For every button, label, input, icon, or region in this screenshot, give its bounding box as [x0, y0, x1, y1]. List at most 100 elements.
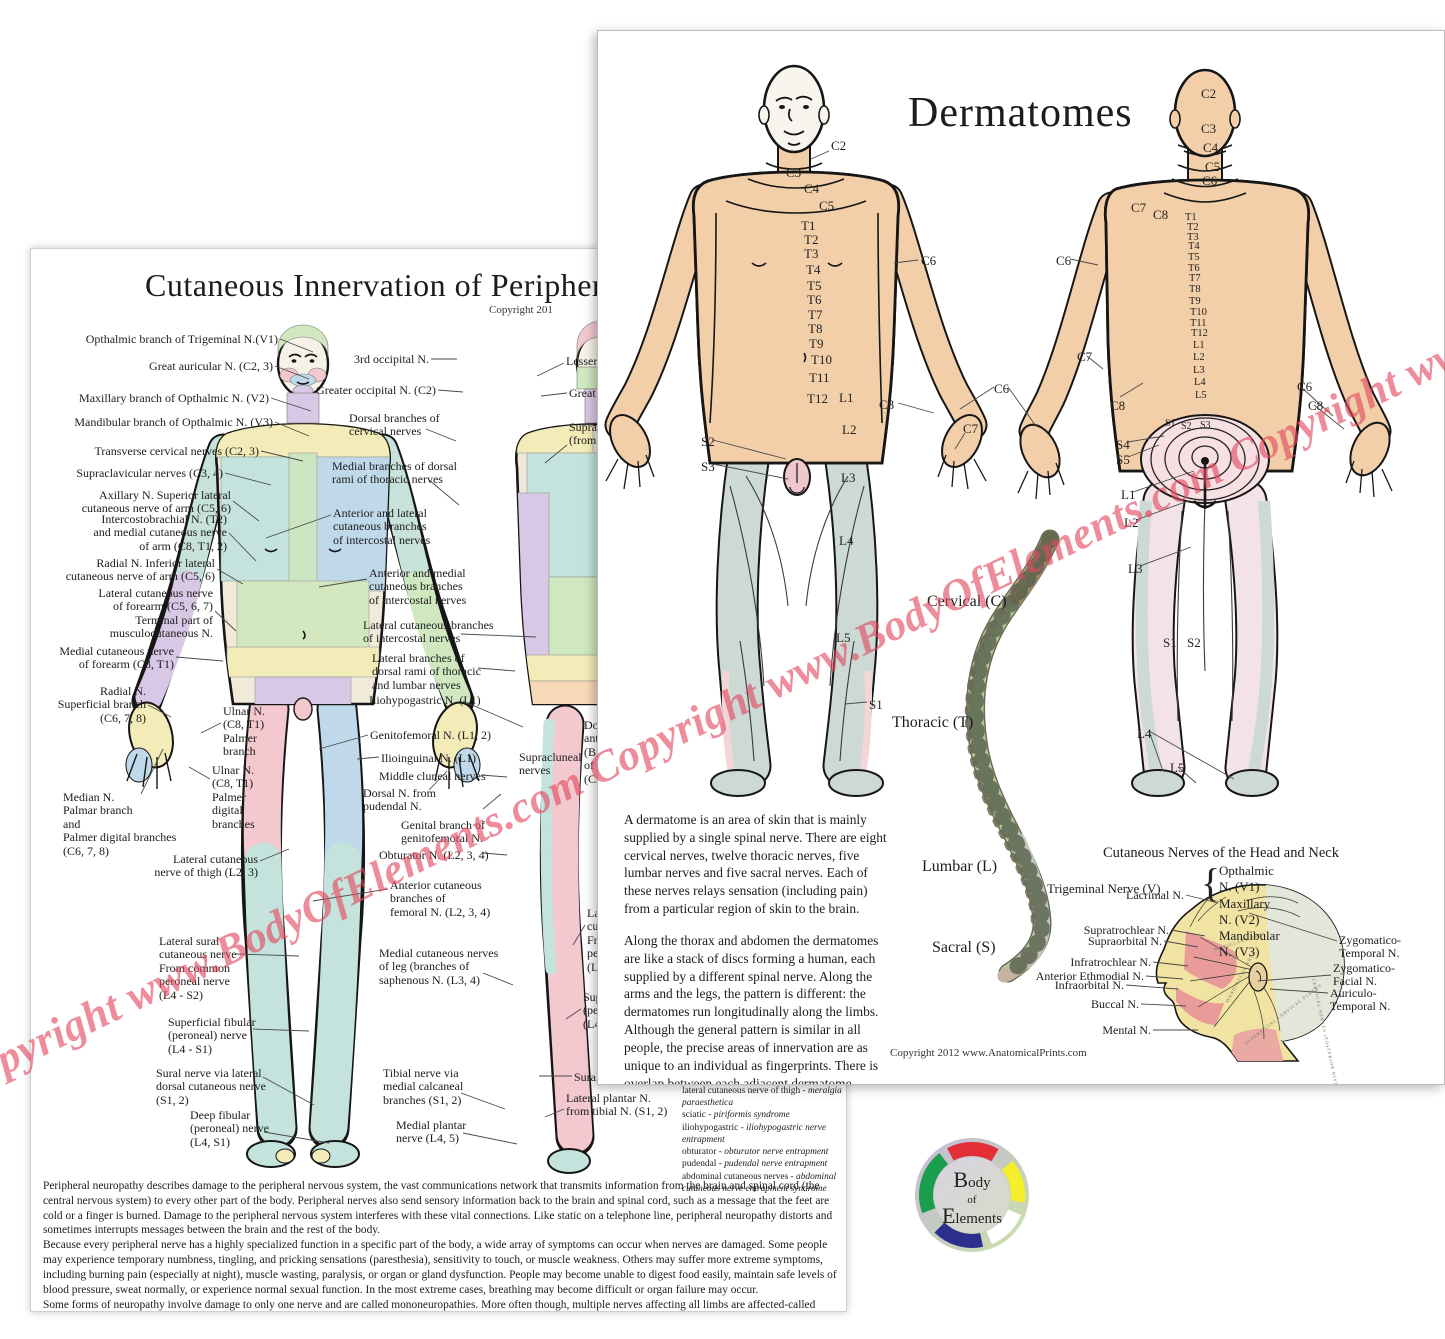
head-nerve-label: Buccal N. — [1091, 997, 1139, 1011]
leader-line — [252, 1028, 310, 1032]
dermatome-mark: T5 — [1188, 252, 1200, 263]
dermatome-mark: C6 — [1056, 253, 1072, 268]
nerve-label: Medial cutaneous nerve of forearm (C8, T… — [59, 644, 174, 672]
logo-yellow-arc — [1001, 1160, 1026, 1203]
leader-line — [224, 472, 272, 486]
dermatome-mark: C6 — [921, 253, 937, 268]
dermatome-mark: L5 — [836, 630, 851, 645]
leader-line — [228, 532, 257, 562]
leader-line — [1127, 435, 1165, 443]
nerve-label: Lateral cutaneous branches of intercosta… — [363, 618, 494, 646]
leader-line — [959, 386, 995, 410]
dermatome-mark: S1 — [1163, 635, 1177, 650]
spine-label: Lumbar (L) — [922, 858, 998, 875]
dermatome-mark: C7 — [1131, 200, 1147, 215]
nerve-label: Ilioinguinal N. (L1) — [381, 751, 476, 765]
head-nerve-label: Lacrimal N. — [1126, 888, 1184, 902]
dermatome-mark: T10 — [1190, 307, 1207, 318]
leader-line — [712, 463, 789, 480]
leader-line — [216, 568, 244, 585]
nerve-label: Ulnar N. (C8, T1) Palmer branch — [223, 704, 265, 759]
leader-line — [460, 1092, 506, 1110]
dermatome-mark: T2 — [804, 232, 819, 247]
dermatome-mark: L2 — [1124, 515, 1139, 530]
dermatome-mark: L4 — [1137, 726, 1152, 741]
leader-line — [477, 667, 516, 672]
nerve-label: Medial plantar nerve (L4, 5) — [396, 1118, 467, 1146]
leader-line — [1127, 444, 1160, 458]
leader-line — [544, 444, 568, 464]
leader-line — [140, 748, 164, 795]
leader-line — [1125, 984, 1179, 990]
footer-paragraph: Because every peripheral nerve has a hig… — [43, 1239, 837, 1296]
dermatome-mark: C2 — [1201, 86, 1217, 101]
nerve-label: Ulnar N. (C8, T1) Palmer digital branche… — [212, 763, 255, 831]
spine-label: Sacral (S) — [932, 939, 996, 956]
dermatome-mark: T12 — [1191, 328, 1208, 339]
leader-line — [482, 793, 502, 810]
dermatome-mark: T6 — [807, 292, 822, 307]
nerve-label: Genitofemoral N. (L1, 2) — [370, 728, 491, 742]
syndrome-item: lateral cutaneous nerve of thigh - meral… — [682, 1086, 842, 1109]
dermatome-mark: L4 — [1194, 377, 1206, 388]
dermatome-mark: T11 — [809, 370, 830, 385]
nerve-label: Medial branches of dorsal rami of thorac… — [332, 459, 457, 487]
dermatome-paragraphs: A dermatome is an area of skin that is m… — [624, 811, 888, 1084]
leader-line — [897, 402, 935, 414]
dermatome-mark: T9 — [1189, 296, 1201, 307]
leader-line — [270, 397, 312, 412]
dermatome-mark: T4 — [806, 262, 821, 277]
leader-line — [1163, 940, 1199, 948]
nerve-label: Obturator N. (L2, 3, 4) — [379, 848, 489, 862]
footer-paragraph: Peripheral neuropathy describes damage t… — [43, 1180, 833, 1237]
syndrome-item: obturator - obturator nerve entrapment — [682, 1147, 829, 1158]
dermatome-paragraph: A dermatome is an area of skin that is m… — [624, 812, 887, 917]
leader-line — [312, 888, 389, 902]
nerve-label: Anterior and medial cutaneous branches o… — [369, 566, 467, 607]
syndrome-item: sciatic - piriformis syndrome — [682, 1110, 790, 1121]
nerve-label: Transverse cervical nerves (C2, 3) — [94, 444, 259, 458]
dermatome-mark: S1 — [869, 697, 883, 712]
nerve-label: Lateral branches of dorsal rami of thora… — [372, 651, 481, 692]
leader-line — [1269, 988, 1329, 994]
dermatome-mark: L5 — [1195, 390, 1207, 401]
dermatome-mark: L3 — [1128, 561, 1143, 576]
dermatome-mark: S2 — [1187, 635, 1201, 650]
dermatome-mark: S5 — [1116, 452, 1130, 467]
logo-word-elements: Elements — [942, 1203, 1002, 1228]
dermatome-mark: C5 — [1205, 159, 1221, 174]
leader-line — [540, 392, 568, 397]
nerve-label: 3rd occipital N. — [354, 352, 429, 366]
dermatome-mark: C8 — [1110, 398, 1126, 413]
dermatome-mark: T8 — [1189, 284, 1201, 295]
leader-line — [1170, 929, 1206, 937]
nerve-label: Deep fibular (peroneal) nerve (L4, S1) — [190, 1108, 269, 1149]
leader-line — [1135, 500, 1189, 521]
leader-line — [147, 704, 172, 718]
leader-line — [1148, 730, 1235, 780]
logo-green-arc — [919, 1153, 949, 1214]
leader-line — [279, 338, 314, 353]
leader-line — [274, 421, 310, 437]
leader-line — [260, 450, 304, 462]
dermatome-mark: L1 — [1193, 340, 1205, 351]
nerve-label: Sural nerve via lateral dorsal cutaneous… — [156, 1066, 266, 1107]
dermatome-mark: C4 — [804, 181, 820, 196]
nerve-label: Iliohypogastric N. (L1) — [369, 693, 481, 707]
leader-line — [318, 734, 369, 750]
nerve-label: Radial N. Inferior lateral cutaneous ner… — [65, 556, 215, 584]
nerve-label: Lateral cutaneous nerve of forearm (C5, … — [98, 586, 213, 641]
dermatome-mark: S2 — [1181, 421, 1192, 432]
leader-line — [274, 365, 310, 380]
dermatome-mark: T12 — [807, 391, 828, 406]
nerve-label: Superficial fibular (peroneal) nerve (L4… — [168, 1015, 256, 1056]
syndrome-item: pudendal - pudendal nerve entrapment — [682, 1159, 828, 1170]
leader-line — [844, 701, 868, 705]
nerve-label: Mandibular branch of Opthalmic N. (V3) — [74, 415, 273, 429]
dermatome-mark: C5 — [819, 198, 835, 213]
dermatome-mark: T7 — [1189, 273, 1201, 284]
trigeminal-branches: Opthalmic N. (V1) Maxillary N. (V2) Mand… — [1219, 863, 1280, 960]
dermatome-mark: S4 — [1116, 437, 1130, 452]
nerve-label: Median N. Palmar branch and Palmer digit… — [63, 790, 177, 858]
